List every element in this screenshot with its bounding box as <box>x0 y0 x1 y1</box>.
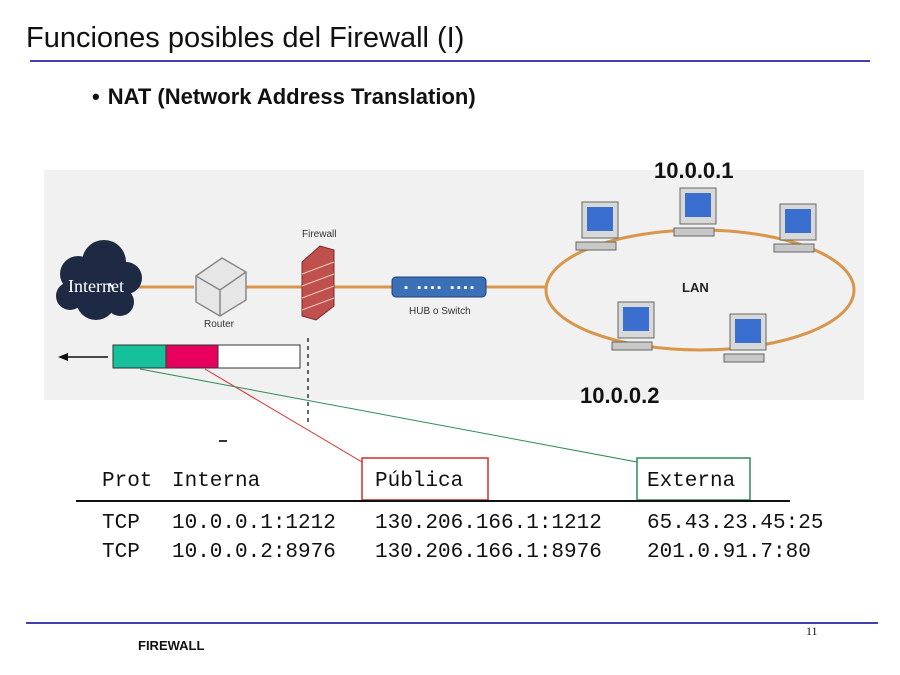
bullet-nat: • NAT (Network Address Translation) <box>92 84 476 110</box>
connector-public <box>204 368 363 463</box>
switch-label: HUB o Switch <box>409 306 471 317</box>
table-cell-interna: 10.0.0.1:1212 <box>172 512 336 535</box>
table-cell-externa: 65.43.23.45:25 <box>647 512 824 535</box>
slide-title: Funciones posibles del Firewall (I) <box>26 22 465 54</box>
switch-icon: ▪ ▪▪▪▪ ▪▪▪▪ <box>391 276 487 298</box>
firewall-label: Firewall <box>302 229 337 240</box>
ip-top-label: 10.0.0.1 <box>654 158 734 183</box>
firewall-icon <box>301 245 335 321</box>
computer-icon <box>673 187 717 237</box>
title-divider <box>30 60 870 62</box>
computer-icon <box>575 201 619 251</box>
computer-icon <box>611 301 655 351</box>
table-header-interna: Interna <box>172 470 261 493</box>
connector-external <box>139 368 638 463</box>
bullet-dot-icon: • <box>92 84 100 109</box>
computer-icon <box>773 203 817 253</box>
table-cell-publica: 130.206.166.1:1212 <box>375 512 602 535</box>
table-header-externa: Externa <box>647 470 736 493</box>
table-header-rule <box>76 500 790 502</box>
table-header-prot: Prot <box>102 470 153 493</box>
router-label: Router <box>204 319 235 330</box>
table-cell-publica: 130.206.166.1:8976 <box>375 541 602 564</box>
router-icon <box>195 257 247 317</box>
svg-text:▪ ▪▪▪▪ ▪▪▪▪: ▪ ▪▪▪▪ ▪▪▪▪ <box>403 283 476 295</box>
arrow-head-icon <box>58 353 68 361</box>
footer-divider <box>26 622 878 624</box>
table-cell-interna: 10.0.0.2:8976 <box>172 541 336 564</box>
table-cell-prot: TCP <box>102 512 140 535</box>
packet-field-data <box>217 344 301 369</box>
bullet-text: NAT (Network Address Translation) <box>107 84 476 109</box>
computer-icon <box>723 313 767 363</box>
stray-dash <box>219 440 227 442</box>
table-cell-externa: 201.0.91.7:80 <box>647 541 811 564</box>
table-header-publica: Pública <box>375 470 464 493</box>
internet-cloud-icon: Internet <box>56 240 142 320</box>
ip-bottom-label: 10.0.0.2 <box>580 383 660 408</box>
footer-label: FIREWALL <box>138 638 205 653</box>
page-number: 11 <box>806 624 818 638</box>
table-cell-prot: TCP <box>102 541 140 564</box>
packet-field-external <box>112 344 167 369</box>
internet-label: Internet <box>68 276 124 296</box>
lan-label: LAN <box>682 280 709 295</box>
packet-field-public <box>165 344 219 369</box>
